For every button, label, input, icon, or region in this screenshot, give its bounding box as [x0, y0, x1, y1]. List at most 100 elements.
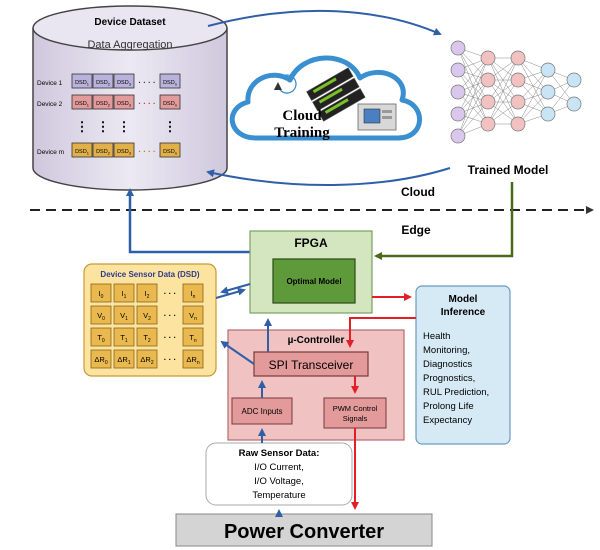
dsd-cell: DSDn [163, 80, 177, 87]
dsd-grid-value: ΔR1 [117, 355, 130, 366]
dsd-grid-value: ΔRn [186, 355, 199, 366]
row-ellipsis: · · · · [138, 78, 155, 87]
dsd-grid-cell [113, 349, 135, 369]
mcu-title: µ-Controller [288, 335, 345, 346]
dsd-grid-cell [136, 349, 158, 369]
fpga-to-dsd-arrow [220, 283, 251, 295]
model-inference-block: Model Inference Health Monitoring, Diagn… [415, 285, 511, 445]
dsd-grid-cell [136, 327, 158, 347]
trained-model-label: Trained Model [468, 163, 549, 177]
dsd-grid-cell [90, 349, 112, 369]
row-ellipsis: · · · · [138, 147, 155, 156]
dsd-grid-value: ΔR2 [140, 355, 153, 366]
nn-edge [457, 101, 489, 137]
server-icon [357, 103, 397, 131]
device-label: Device m [37, 149, 64, 156]
dsd-cell: DSD1 [75, 80, 90, 87]
nn-node [540, 62, 556, 78]
dsd-grid-cell [136, 305, 158, 325]
cloud-training-line1: Cloud [282, 108, 322, 124]
nn-edge [457, 57, 489, 93]
raw-sensor-line: Temperature [252, 490, 305, 501]
cloud-training: Cloud Training [229, 55, 422, 141]
nn-edge [487, 57, 519, 103]
dsd-cell: DSDn [163, 149, 177, 156]
inference-title-1: Model [449, 294, 478, 305]
dsd-grid-cell [113, 305, 135, 325]
dsd-cell: DSD1 [75, 101, 90, 108]
dsd-cell: DSD1 [75, 149, 90, 156]
dsd-grid-value: I2 [145, 289, 150, 300]
dsd-cell: DSD2 [96, 80, 111, 87]
nn-edge [457, 57, 489, 137]
nn-node [450, 62, 466, 78]
dsd-ellipsis: · · · [164, 355, 176, 364]
dsd-grid-value: I1 [122, 289, 127, 300]
dataset-vertical-ellipsis: ⋮ ⋮ ⋮ ⋮ [76, 119, 177, 134]
nn-node [450, 128, 466, 144]
nn-node [510, 116, 526, 132]
power-converter-label: Power Converter [224, 521, 384, 543]
nn-edge [457, 79, 489, 137]
inference-item: Expectancy [423, 415, 472, 426]
fpga-to-dataset-arrow [126, 188, 250, 254]
dsd-grid-value: In [191, 289, 196, 300]
fpga-title: FPGA [294, 236, 328, 250]
spi-transceiver-box [253, 351, 369, 377]
fpga-block: FPGA Optimal Model [249, 230, 373, 314]
nn-node [566, 96, 582, 112]
micro-controller-block: µ-Controller SPI Transceiver ADC Inputs … [227, 329, 405, 441]
nn-node [540, 84, 556, 100]
inference-item: RUL Prediction, [423, 387, 489, 398]
pwm-signals-box [323, 397, 387, 429]
model-to-dataset-arrow [206, 167, 451, 186]
dataset-subtitle: Data Aggregation [87, 39, 172, 51]
nn-node [540, 106, 556, 122]
cloud-training-line2: Training [274, 125, 330, 141]
device-label: Device 2 [37, 101, 63, 108]
dsd-to-fpga-arrow [215, 287, 246, 299]
dsd-grid-value: T2 [143, 333, 151, 344]
dsd-title: Device Sensor Data (DSD) [100, 270, 199, 279]
model-to-fpga-arrow [374, 182, 514, 260]
raw-sensor-line: I/O Current, [254, 462, 304, 473]
pwm-label-2: Signals [343, 414, 368, 423]
dsd-grid-cell [90, 305, 112, 325]
dsd-grid-cell [90, 283, 112, 303]
dsd-grid-cell [113, 327, 135, 347]
inference-title-2: Inference [441, 307, 486, 318]
dsd-grid-value: Vn [189, 311, 197, 322]
power-converter-block: Power Converter [175, 513, 433, 547]
dsd-cell: DSD2 [96, 149, 111, 156]
nn-node [510, 50, 526, 66]
dsd-grid-value: V1 [120, 311, 128, 322]
nn-edge [517, 69, 549, 125]
gpu-cards-icon [306, 67, 366, 122]
dsd-grid-value: T0 [97, 333, 105, 344]
nn-node [510, 94, 526, 110]
svg-text:⋮: ⋮ [118, 119, 131, 134]
pwm-label-1: PWM Control [333, 404, 378, 413]
adc-label: ADC Inputs [242, 407, 283, 416]
nn-node [480, 72, 496, 88]
dataset-row-device-m: Device m DSD1 DSD2 DSD3 DSDn · · · · [37, 142, 181, 158]
inference-item: Diagnostics [423, 359, 472, 370]
nn-node [480, 50, 496, 66]
nn-edge [457, 57, 489, 115]
dsd-cell: DSDn [163, 101, 177, 108]
trained-model-network-icon [450, 40, 582, 144]
dsd-grid-cell [182, 283, 204, 303]
dsd-grid-cell [136, 283, 158, 303]
dsd-cell: DSD3 [117, 149, 132, 156]
inference-to-spi-arrow [346, 317, 416, 348]
optimal-model-box [272, 258, 356, 304]
dsd-grid-value: ΔR0 [94, 355, 107, 366]
dsd-grid-cell [182, 305, 204, 325]
dsd-cell: DSD3 [117, 101, 132, 108]
dataset-to-cloud-arrow [207, 9, 442, 36]
dsd-ellipsis: · · · [164, 311, 176, 320]
dataset-title: Device Dataset [94, 17, 166, 28]
dsd-grid-cell [113, 283, 135, 303]
